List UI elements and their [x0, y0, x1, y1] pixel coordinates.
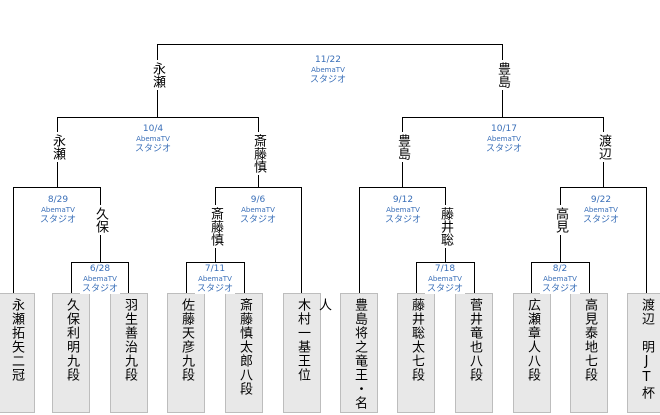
match-media: AbemaTV — [386, 206, 420, 214]
player-name: 藤井聡太七段 — [409, 298, 424, 382]
player-box: 高見泰地七段 — [570, 293, 608, 413]
advancer-r2d: 高見 — [552, 205, 568, 235]
advancer-r2c: 藤井聡 — [437, 205, 453, 248]
match-media: AbemaTV — [198, 275, 232, 283]
match-date: 9/22 — [590, 195, 612, 205]
match-date: 10/4 — [142, 124, 164, 134]
match-venue: スタジオ — [582, 215, 619, 225]
player-name: 永瀬拓矢二冠 — [9, 298, 24, 382]
match-media: AbemaTV — [83, 275, 117, 283]
player-name: 菅井竜也八段 — [467, 298, 482, 382]
match-date: 8/29 — [47, 195, 69, 205]
line-r1c — [416, 262, 475, 293]
advancer-r3-right-b: 渡辺 — [595, 132, 611, 162]
player-box: 佐藤天彦九段 — [167, 293, 205, 413]
match-date: 8/2 — [552, 264, 568, 274]
match-date: 11/22 — [315, 55, 341, 65]
match-media: AbemaTV — [241, 206, 275, 214]
player-box: 菅井竜也八段 — [455, 293, 493, 413]
player-name: 高見泰地七段 — [582, 298, 597, 382]
advancer-sf-left: 永瀬 — [149, 60, 165, 90]
match-date: 9/12 — [392, 195, 414, 205]
match-media: AbemaTV — [543, 275, 577, 283]
player-box: 広瀬章人八段 — [513, 293, 551, 413]
player-box: 豊島将之竜王・名人 — [316, 293, 378, 413]
match-date: 6/28 — [89, 264, 111, 274]
advancer-r3-left-a: 永瀬 — [49, 132, 65, 162]
player-name: 豊島将之竜王・名人 — [316, 298, 367, 410]
player-name: 広瀬章人八段 — [525, 298, 540, 382]
player-box: 渡辺 明JT杯 — [627, 293, 660, 413]
advancer-sf-right: 豊島 — [494, 60, 510, 90]
match-venue: スタジオ — [239, 215, 276, 225]
match-venue: スタジオ — [196, 284, 233, 294]
player-box: 永瀬拓矢二冠 — [0, 293, 35, 413]
player-name: 羽生善治九段 — [122, 298, 137, 382]
match-media: AbemaTV — [41, 206, 75, 214]
match-venue: スタジオ — [134, 144, 171, 154]
match-media: AbemaTV — [136, 135, 170, 143]
player-box: 久保利明九段 — [52, 293, 90, 413]
player-name: 斎藤慎太郎八段 — [237, 298, 252, 396]
match-media: AbemaTV — [487, 135, 521, 143]
match-date: 9/6 — [250, 195, 266, 205]
match-venue: スタジオ — [485, 144, 522, 154]
match-date: 10/17 — [491, 124, 517, 134]
player-name: 木村一基王位 — [295, 298, 310, 382]
player-name: 渡辺 明JT杯 — [639, 298, 654, 400]
match-venue: スタジオ — [81, 284, 118, 294]
match-media: AbemaTV — [428, 275, 462, 283]
line-r1d — [531, 262, 590, 293]
player-name: 久保利明九段 — [64, 298, 79, 382]
match-venue: スタジオ — [39, 215, 76, 225]
advancer-r2a: 久保 — [92, 205, 108, 235]
match-venue: スタジオ — [384, 215, 421, 225]
match-date: 7/18 — [434, 264, 456, 274]
player-box: 藤井聡太七段 — [397, 293, 435, 413]
line-r1b — [186, 262, 245, 293]
player-box: 斎藤慎太郎八段 — [225, 293, 263, 413]
advancer-r3-left-b: 斎藤慎 — [250, 132, 266, 175]
match-venue: スタジオ — [426, 284, 463, 294]
advancer-r3-right-a: 豊島 — [394, 132, 410, 162]
match-media: AbemaTV — [584, 206, 618, 214]
player-box: 木村一基王位 — [283, 293, 321, 413]
player-box: 羽生善治九段 — [110, 293, 148, 413]
match-date: 7/11 — [204, 264, 226, 274]
match-venue: スタジオ — [309, 75, 346, 85]
line-r1a — [71, 262, 129, 293]
advancer-r2b: 斎藤慎 — [207, 205, 223, 248]
player-name: 佐藤天彦九段 — [179, 298, 194, 382]
match-venue: スタジオ — [541, 284, 578, 294]
match-media: AbemaTV — [311, 66, 345, 74]
